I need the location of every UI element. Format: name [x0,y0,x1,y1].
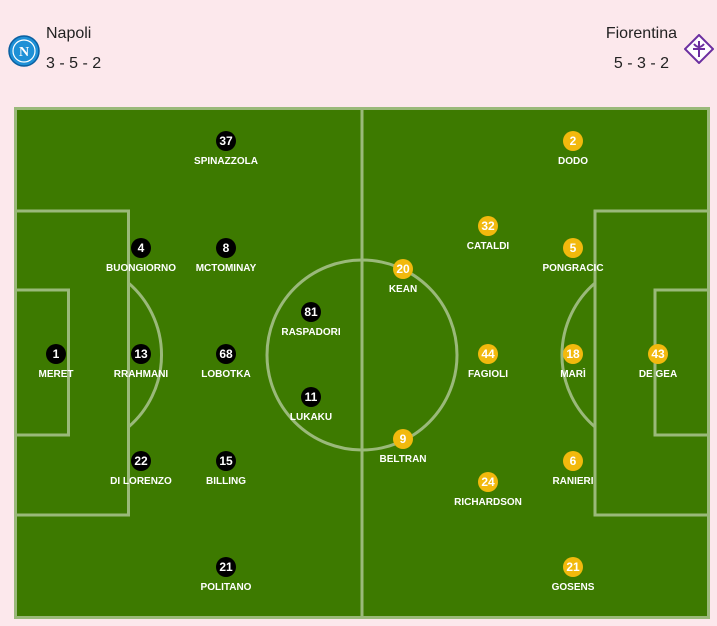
player-number: 15 [216,451,236,471]
player-number: 81 [301,302,321,322]
svg-text:N: N [19,45,29,60]
player-number: 8 [216,238,236,258]
player-name: RICHARDSON [454,497,522,508]
player-number: 21 [216,557,236,577]
away-team-name: Fiorentina [605,25,677,42]
player-name: LUKAKU [289,412,333,423]
player-number: 11 [301,387,321,407]
football-pitch: 37 SPINAZZOLA 4 BUONGIORNO 8 MCTOMINAY 8… [14,107,710,619]
player-number: 37 [216,131,236,151]
player-name: RASPADORI [281,327,341,338]
player-name: FAGIOLI [468,369,508,380]
napoli-crest-icon: N [8,35,40,72]
player-name: CATALDI [466,241,510,252]
player-number: 9 [393,429,413,449]
home-team-formation: 3 - 5 - 2 [46,55,102,72]
player-name: LOBOTKA [201,369,251,380]
player-name: RANIERI [552,476,594,487]
player-number: 22 [131,451,151,471]
player-number: 68 [216,344,236,364]
player-number: 18 [563,344,583,364]
player-name: BELTRAN [379,454,427,465]
player-name: SPINAZZOLA [194,156,258,167]
player-number: 21 [563,557,583,577]
player-number: 20 [393,259,413,279]
player-name: BILLING [206,476,246,487]
player-name: RRAHMANI [113,369,169,380]
player-name: MERET [38,369,74,380]
player-name: MCTOMINAY [195,263,257,274]
player-name: GOSENS [551,582,595,593]
home-team-name: Napoli [46,25,92,42]
player-name: DI LORENZO [110,476,172,487]
player-number: 32 [478,216,498,236]
player-number: 24 [478,472,498,492]
player-name: KEAN [388,284,418,295]
pitch-markings [14,107,710,619]
player-name: MARÌ [560,369,586,380]
player-number: 44 [478,344,498,364]
player-number: 1 [46,344,66,364]
player-name: POLITANO [200,582,252,593]
player-number: 4 [131,238,151,258]
player-name: DODO [558,156,588,167]
player-number: 13 [131,344,151,364]
player-name: PONGRACIC [542,263,604,274]
player-name: BUONGIORNO [106,263,176,274]
player-number: 2 [563,131,583,151]
fiorentina-crest-icon [683,33,715,69]
away-team-formation: 5 - 3 - 2 [613,55,669,72]
player-number: 5 [563,238,583,258]
player-number: 43 [648,344,668,364]
player-name: DE GEA [638,369,678,380]
player-number: 6 [563,451,583,471]
